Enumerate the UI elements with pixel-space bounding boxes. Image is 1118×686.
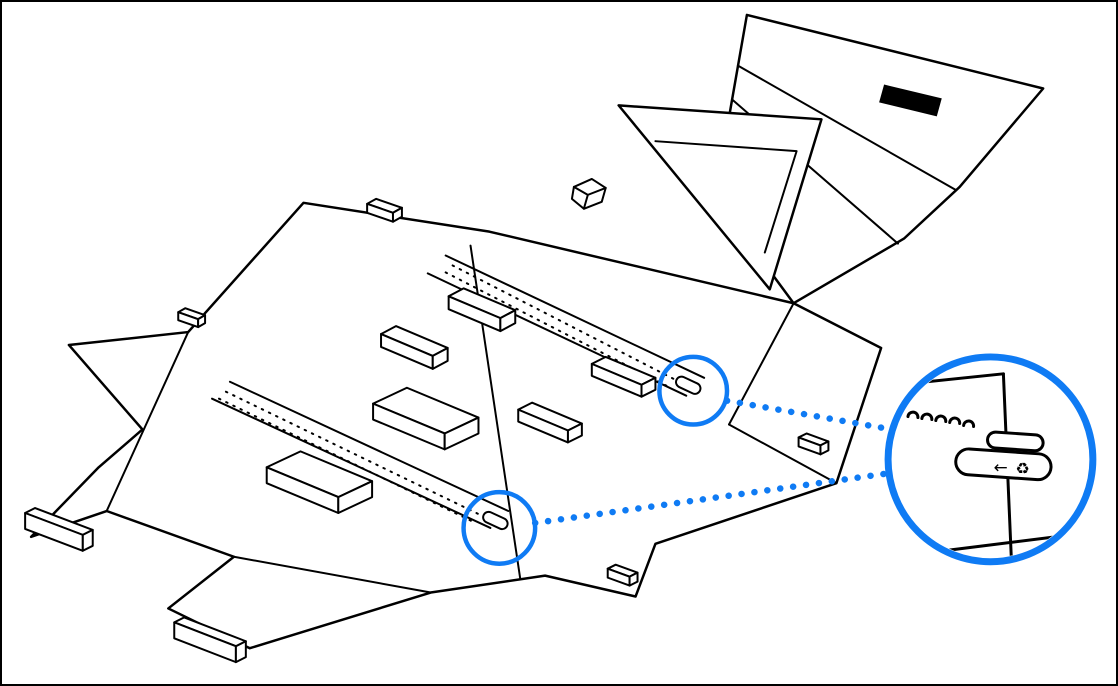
perforation-scallops [906,410,976,429]
spacer-block [380,325,449,370]
annotations: ← ♻ [461,353,1097,566]
corner-tab [606,563,639,587]
tear-strip-lower [218,390,509,531]
magnifier-callout: ← ♻ [884,353,1097,566]
leader-dots-lower [531,470,893,527]
recycle-icon: ♻ [1015,459,1029,478]
highlight-circle-lower [461,489,538,566]
flat-insert-box [265,450,374,514]
tear-strip-upper [444,264,702,395]
top-lid-flap [713,13,1045,305]
leader-dots-upper [723,397,896,433]
spacer-block [590,355,657,398]
triangle-flap [617,104,823,291]
clip-tab [570,177,607,210]
corner-tab [177,307,207,329]
handle-cutout [879,84,942,117]
pull-tab-upper [675,375,702,395]
pull-tab-lower [482,510,509,531]
spacer-block [447,287,517,333]
spacer-block [366,197,403,223]
inserted-sheet [654,140,798,254]
arrow-icon: ← [993,457,1007,477]
flat-insert-box [372,386,480,451]
spacer-block [517,401,583,444]
flattened-box [24,13,1045,664]
edge-rail [173,616,247,664]
highlight-circle-upper [657,354,730,427]
spacer-blocks [24,197,830,664]
corner-tab [797,432,830,456]
pull-tab-detail: ← ♻ [954,430,1053,482]
edge-rail [24,507,94,552]
